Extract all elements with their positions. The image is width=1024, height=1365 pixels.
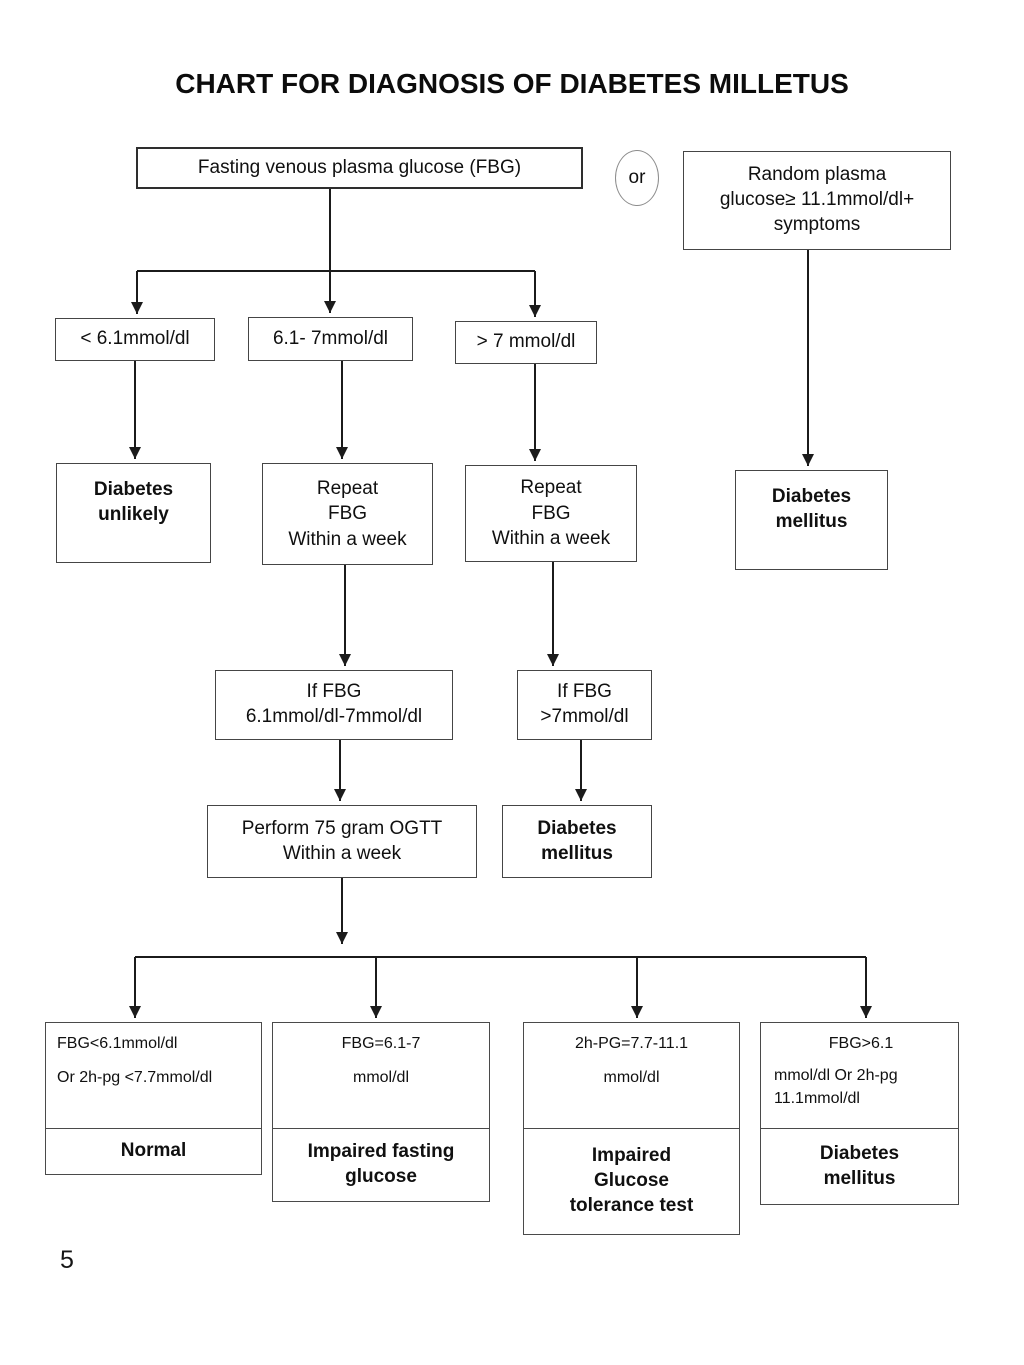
node-gt-7: > 7 mmol/dl [455,321,597,364]
node-fasting-fbg: Fasting venous plasma glucose (FBG) [136,147,583,189]
node-lt-6-1: < 6.1mmol/dl [55,318,215,361]
node-diabetes-mellitus-mid: Diabetes mellitus [502,805,652,878]
node-perform-ogtt: Perform 75 gram OGTT Within a week [207,805,477,878]
outcome-impaired-glucose-tolerance: 2h-PG=7.7-11.1 mmol/dl Impaired Glucose … [523,1022,740,1235]
outcome-impaired-fasting-glucose: FBG=6.1-7 mmol/dl Impaired fasting gluco… [272,1022,490,1202]
outcome-igt-label: Impaired Glucose tolerance test [524,1128,739,1234]
outcome-normal-label: Normal [46,1128,261,1174]
node-diabetes-mellitus-right: Diabetes mellitus [735,470,888,570]
outcome-dm-criteria: FBG>6.1 mmol/dl Or 2h-pg 11.1mmol/dl [774,1035,898,1107]
node-6-1-to-7: 6.1- 7mmol/dl [248,317,413,361]
node-random-plasma-glucose: Random plasma glucose≥ 11.1mmol/dl+ symp… [683,151,951,250]
outcome-ifg-criteria: FBG=6.1-7 mmol/dl [341,1035,421,1086]
outcome-igt-criteria: 2h-PG=7.7-11.1 mmol/dl [574,1035,689,1086]
outcome-diabetes-mellitus: FBG>6.1 mmol/dl Or 2h-pg 11.1mmol/dl Dia… [760,1022,959,1205]
node-repeat-fbg-1: Repeat FBG Within a week [262,463,433,565]
outcome-normal-criteria: FBG<6.1mmol/dl Or 2h-pg <7.7mmol/dl [57,1035,213,1086]
or-connector: or [615,150,659,206]
node-if-fbg-6-1-to-7: If FBG 6.1mmol/dl-7mmol/dl [215,670,453,740]
or-label: or [628,167,646,188]
node-diabetes-unlikely: Diabetes unlikely [56,463,211,563]
node-if-fbg-gt-7: If FBG >7mmol/dl [517,670,652,740]
page-number: 5 [60,1246,74,1274]
node-fasting-fbg-text: Fasting venous plasma glucose (FBG) [197,156,522,178]
outcome-ifg-label: Impaired fasting glucose [273,1128,489,1201]
node-repeat-fbg-2: Repeat FBG Within a week [465,465,637,562]
page-title: CHART FOR DIAGNOSIS OF DIABETES MILLETUS [175,68,849,99]
outcome-normal: FBG<6.1mmol/dl Or 2h-pg <7.7mmol/dl Norm… [45,1022,262,1175]
outcome-dm-label: Diabetes mellitus [761,1128,958,1204]
